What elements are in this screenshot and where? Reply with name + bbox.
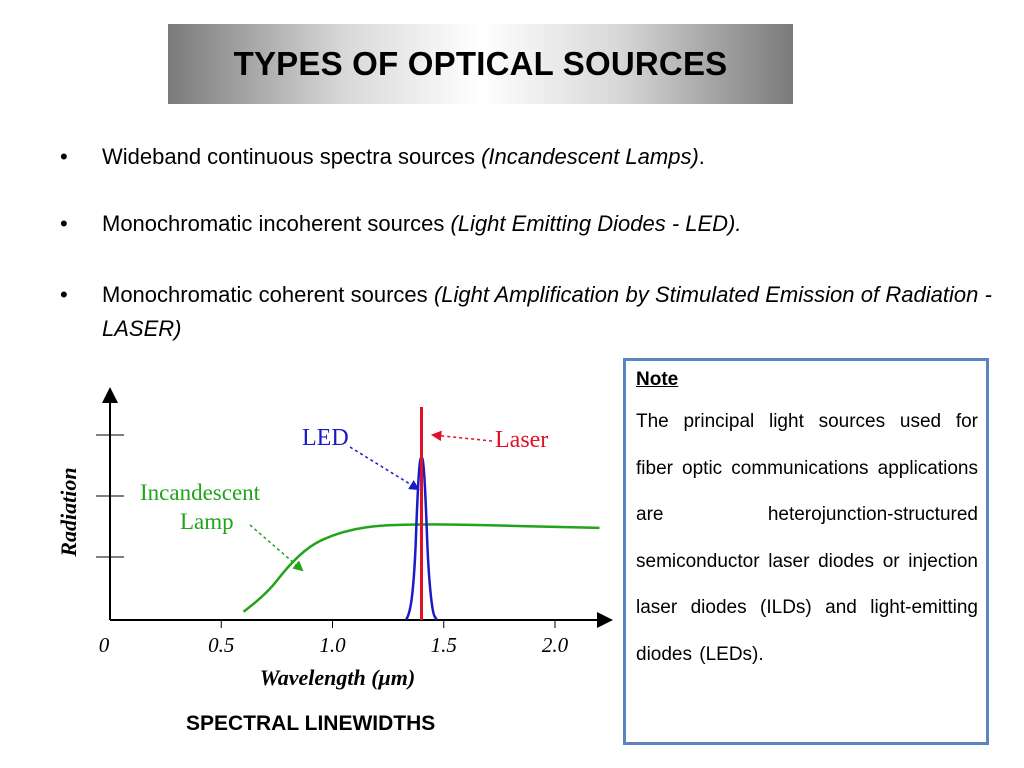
note-body: The principal light sources used for fib… [636,411,978,665]
x-tick-label: 0 [99,633,110,657]
y-axis-label: Radiation [56,467,81,557]
bullet-tail: . [698,144,705,169]
arrow-incandescent [249,524,304,572]
note-box: Note The principal light sources used fo… [623,358,989,745]
x-axis-label: Wavelength (μm) [260,665,415,690]
arrow-laser [430,430,493,442]
title-banner: TYPES OF OPTICAL SOURCES [168,24,793,104]
page-title: TYPES OF OPTICAL SOURCES [233,45,728,82]
bullet-italic: (Incandescent Lamps) [481,144,699,169]
bullet-item: • Monochromatic coherent sources (Light A… [60,278,992,346]
bullet-dot: • [60,211,68,236]
series-label-incandescent: Incandescent [140,480,261,505]
bullet-dot: • [60,282,68,307]
series-label-lamp: Lamp [180,509,234,534]
bullet-italic: (Light Emitting Diodes - LED). [450,211,742,236]
arrow-led [349,446,420,491]
chart-caption: SPECTRAL LINEWIDTHS [186,712,436,735]
x-tick-label: 1.5 [431,633,457,657]
bullet-text: Monochromatic incoherent sources [102,211,451,236]
chart-axes [96,387,613,628]
bullet-text: Monochromatic coherent sources [102,282,434,307]
x-tick-label: 2.0 [542,633,569,657]
bullet-italic: (Light Amplification by Stimulated Emiss… [102,282,992,341]
note-title: Note [636,369,679,390]
chart-series [242,407,600,621]
x-tick-label: 1.0 [319,633,346,657]
series-label-led: LED [302,425,349,451]
bullet-text: Wideband continuous spectra sources [102,144,482,169]
x-tick-label: 0.5 [208,633,234,657]
series-label-laser: Laser [495,427,548,453]
bullet-item: • Monochromatic incoherent sources (Light… [60,207,992,241]
bullet-dot: • [60,144,68,169]
bullet-item: • Wideband continuous spectra sources (In… [60,140,992,174]
